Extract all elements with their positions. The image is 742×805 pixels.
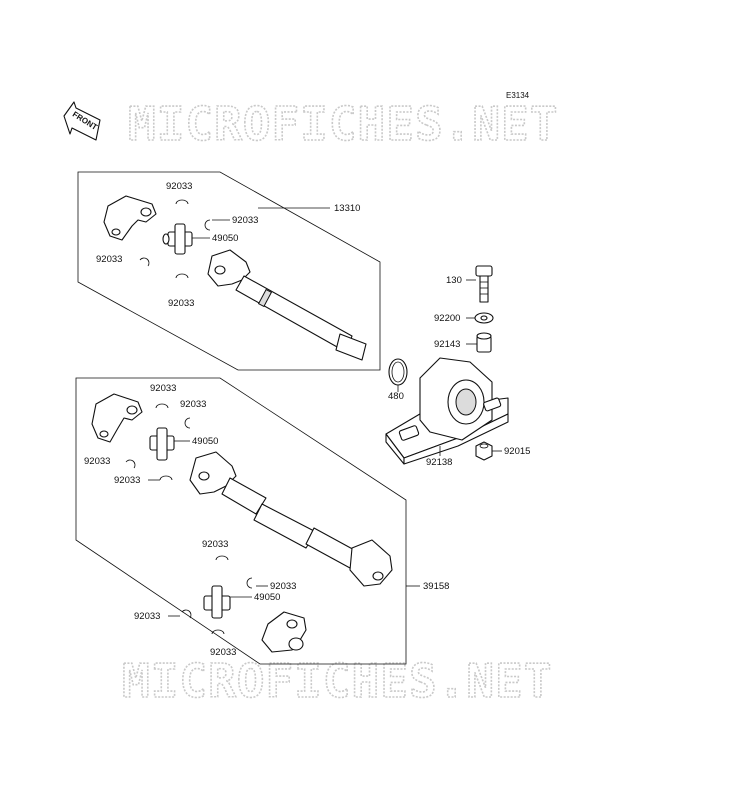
upper-assembly-frame [77, 171, 381, 371]
nut-92015 [475, 441, 493, 461]
callout-92033-11: 92033 [134, 611, 160, 622]
callout-480: 480 [388, 391, 404, 402]
diagram-code: E3134 [506, 91, 530, 100]
lower-cross-joint-rear [203, 585, 231, 619]
watermark-bottom: MICROFICHES.NET [122, 654, 552, 708]
callout-49050-a: 49050 [212, 233, 238, 244]
lower-assembly-frame [75, 377, 407, 665]
callout-13310: 13310 [334, 203, 360, 214]
callout-92033-3: 92033 [96, 254, 122, 265]
callout-92033-5: 92033 [150, 383, 176, 394]
upper-shaft [207, 249, 367, 361]
callout-92033-8: 92033 [114, 475, 140, 486]
callout-92033-1: 92033 [166, 181, 192, 192]
lower-shaft [189, 451, 393, 587]
upper-cross-joint [162, 223, 193, 255]
bolt-130 [475, 265, 493, 303]
callout-49050-c: 49050 [254, 592, 280, 603]
snap-ring-icon [139, 199, 211, 279]
callout-92033-7: 92033 [84, 456, 110, 467]
front-arrow-icon: FRONT [63, 101, 101, 141]
callout-92143: 92143 [434, 339, 460, 350]
snap-ring-icon [125, 403, 253, 635]
callout-130: 130 [446, 275, 462, 286]
collar-92143 [476, 332, 492, 353]
callout-49050-b: 49050 [192, 436, 218, 447]
callout-92015: 92015 [504, 446, 530, 457]
upper-yoke [103, 195, 157, 241]
callout-92033-6: 92033 [180, 399, 206, 410]
callout-92033-12: 92033 [210, 647, 236, 658]
callout-92033-4: 92033 [168, 298, 194, 309]
lower-cross-joint-front [149, 427, 175, 461]
watermark-top: MICROFICHES.NET [128, 97, 558, 151]
callout-39158: 39158 [423, 581, 449, 592]
callout-92033-9: 92033 [202, 539, 228, 550]
lower-rear-yoke [261, 611, 307, 653]
washer-92200 [474, 312, 494, 324]
circlip-480 [388, 358, 408, 386]
callout-92033-10: 92033 [270, 581, 296, 592]
lower-front-yoke [91, 393, 143, 443]
bearing-housing-92138 [385, 357, 509, 465]
callout-92033-2: 92033 [232, 215, 258, 226]
callout-92138: 92138 [426, 457, 452, 468]
callout-92200: 92200 [434, 313, 460, 324]
